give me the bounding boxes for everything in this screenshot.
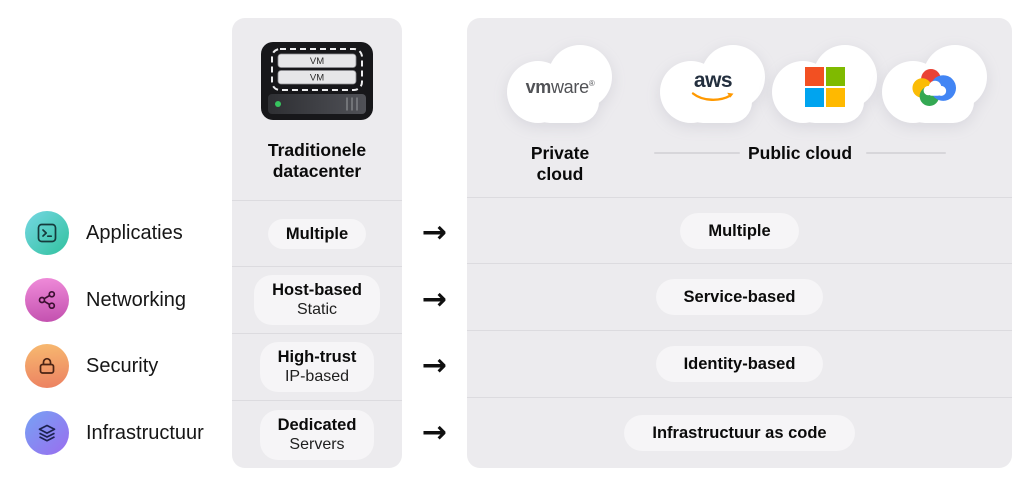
cloud-panel: vmware® aws xyxy=(467,18,1012,468)
vm-label: VM xyxy=(310,56,324,67)
private-cloud-label: Private cloud xyxy=(530,143,590,184)
category-row-infrastructuur: Infrastructuur xyxy=(25,411,204,455)
traditional-row-applicaties: Multiple xyxy=(232,200,402,266)
traditional-row-networking: Host-based Static xyxy=(232,266,402,333)
ms-square-red xyxy=(805,67,824,86)
title-line-2: datacenter xyxy=(272,161,362,181)
title-line-1: Traditionele xyxy=(267,140,367,160)
row-primary: Infrastructuur as code xyxy=(652,424,827,442)
category-row-networking: Networking xyxy=(25,278,186,322)
row-primary: Multiple xyxy=(708,221,771,240)
value-pill: Infrastructuur as code xyxy=(624,415,855,451)
cloud-microsoft xyxy=(772,45,878,125)
google-cloud-logo xyxy=(882,51,988,123)
traditional-column-title: Traditionele datacenter xyxy=(232,140,402,182)
cloud-blob xyxy=(529,81,599,123)
cloud-vmware: vmware® xyxy=(507,45,613,125)
traditional-datacenter-column: VM VM Traditionele datacenter Multiple H… xyxy=(232,18,402,468)
cloud-row-networking: Service-based xyxy=(467,263,1012,330)
value-pill: Dedicated Servers xyxy=(259,409,375,460)
ms-square-blue xyxy=(805,88,824,107)
value-pill: High-trust IP-based xyxy=(259,342,375,392)
traditional-row-infrastructuur: Dedicated Servers xyxy=(232,400,402,468)
row-primary: Multiple xyxy=(285,224,349,243)
cloud-aws: aws xyxy=(660,45,766,125)
value-pill: Host-based Static xyxy=(254,275,380,325)
google-cloud-icon xyxy=(912,68,957,106)
aws-logo: aws xyxy=(660,51,766,123)
vmware-logo: vmware® xyxy=(507,51,613,123)
cloud-row-applicaties: Multiple xyxy=(467,197,1012,263)
share-nodes-icon xyxy=(25,278,69,322)
category-label: Applicaties xyxy=(86,221,183,244)
cloud-blob xyxy=(682,81,752,123)
arrow-icon: → xyxy=(421,348,448,383)
traditional-row-security: High-trust IP-based xyxy=(232,333,402,400)
row-primary: Dedicated xyxy=(277,415,357,434)
category-label: Security xyxy=(86,354,159,377)
category-label: Infrastructuur xyxy=(86,421,204,444)
lock-icon xyxy=(25,344,69,388)
terminal-icon xyxy=(25,211,69,255)
category-row-applicaties: Applicaties xyxy=(25,211,183,255)
ms-square-yellow xyxy=(826,88,845,107)
category-row-security: Security xyxy=(25,344,158,388)
microsoft-logo xyxy=(772,51,878,123)
row-primary: Host-based xyxy=(272,281,362,299)
row-secondary: IP-based xyxy=(284,368,350,385)
vmware-wordmark-rest: ware xyxy=(550,76,589,97)
cloud-row-infrastructuur: Infrastructuur as code xyxy=(467,397,1012,468)
row-secondary: Static xyxy=(296,301,337,318)
value-pill: Service-based xyxy=(655,279,824,315)
cloud-google xyxy=(882,45,988,125)
arrow-icon: → xyxy=(421,415,448,450)
row-primary: Service-based xyxy=(683,288,796,306)
vm-label: VM xyxy=(310,73,324,84)
arrow-icon: → xyxy=(421,282,448,317)
category-label: Networking xyxy=(86,288,187,311)
aws-smile-icon xyxy=(691,92,734,101)
value-pill: Identity-based xyxy=(655,346,824,382)
registered-mark: ® xyxy=(588,78,595,88)
group-divider-line xyxy=(654,152,740,154)
group-divider-line xyxy=(866,152,946,154)
cloud-row-security: Identity-based xyxy=(467,330,1012,397)
server-vm-icon: VM VM xyxy=(261,42,373,125)
row-secondary: Servers xyxy=(289,435,345,453)
vmware-wordmark-bold: vm xyxy=(525,76,552,97)
row-primary: High-trust xyxy=(277,348,357,366)
row-primary: Identity-based xyxy=(683,355,796,373)
layers-icon xyxy=(25,411,69,455)
public-cloud-label: Public cloud xyxy=(747,143,853,163)
ms-square-green xyxy=(826,67,845,86)
aws-wordmark: aws xyxy=(693,69,733,92)
value-pill: Multiple xyxy=(680,212,799,249)
arrow-icon: → xyxy=(421,215,448,250)
value-pill: Multiple xyxy=(267,218,367,249)
